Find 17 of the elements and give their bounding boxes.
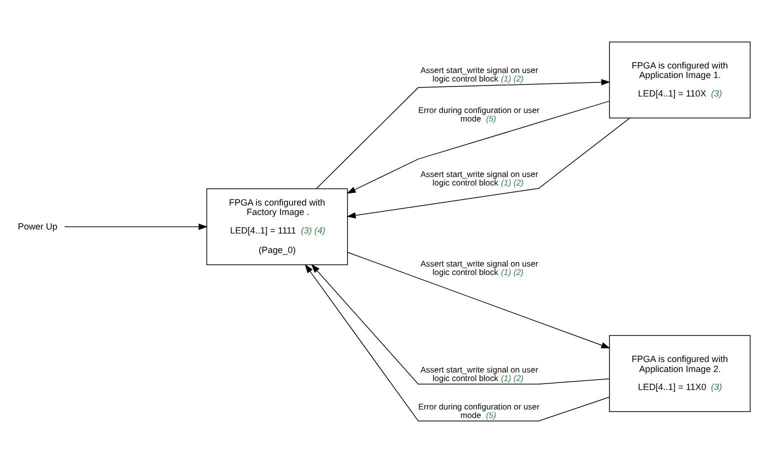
node-box: FPGA is configured with Factory Image . LED[4..1] = 1111 (3) (4) (Page_0) [206, 188, 348, 265]
arrow [311, 264, 610, 384]
arrow [346, 100, 610, 194]
arrow [316, 78, 610, 189]
node-text: Power Up [18, 221, 58, 232]
node-box: FPGA is configured with Application Image 2. LED[4..1] = 11X0 (3) [609, 334, 751, 412]
arrow [346, 117, 630, 218]
arrow [64, 223, 208, 230]
node-box: FPGA is configured with Application Image 1. LED[4..1] = 110X (3) [609, 41, 751, 118]
edge-label: Assert start_write signal on user logic control block (1) (2) [420, 259, 538, 276]
edge-label: Error during configuration or user mode (5) [418, 402, 540, 420]
edge-label: Error during configuration or user mode (5) [418, 105, 540, 123]
edge-label: Assert start_write signal on user logic control block (1) (2) [420, 365, 538, 382]
edge-label: Assert start_write signal on user logic control block (1) (2) [420, 66, 538, 83]
arrow [304, 264, 610, 421]
arrow [347, 251, 610, 348]
edge-label: Assert start_write signal on user logic control block (1) (2) [420, 169, 538, 187]
